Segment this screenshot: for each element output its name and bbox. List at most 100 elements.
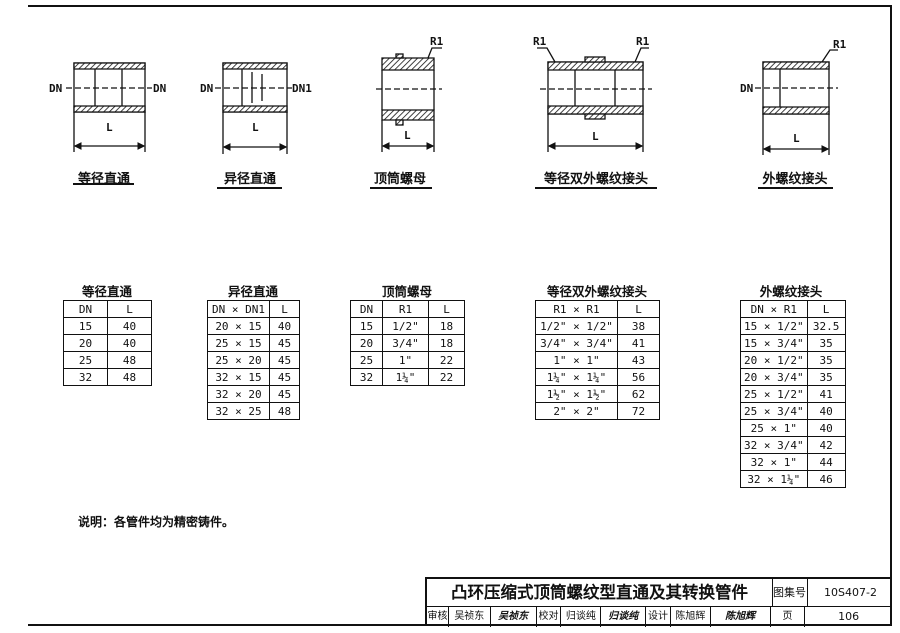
table-cell: 42 xyxy=(806,436,846,454)
table-cell: 46 xyxy=(806,470,846,488)
designer-name: 陈旭辉 xyxy=(671,606,711,627)
table-row: 25 × 1/2"41 xyxy=(740,385,846,403)
table-cell: 25 xyxy=(63,351,108,369)
review-label: 审核 xyxy=(427,606,449,627)
dn-label: DN xyxy=(49,82,62,95)
column-header: R1 × R1 xyxy=(535,300,618,318)
table-cell: 62 xyxy=(617,385,660,403)
table-row: 15 × 3/4"35 xyxy=(740,334,846,352)
checker-signature: 归谈纯 xyxy=(601,606,647,627)
table-cell: 32 × 3/4" xyxy=(740,436,808,454)
r1-label: R1 xyxy=(833,38,847,51)
table-cell: 45 xyxy=(269,351,300,369)
table-cell: 41 xyxy=(806,385,846,403)
column-header: L xyxy=(617,300,660,318)
table-cell: 40 xyxy=(107,317,152,335)
table-cell: 32.5 xyxy=(806,317,846,335)
table-cell: 44 xyxy=(806,453,846,471)
column-header: L xyxy=(269,300,300,318)
table-cell: 25 × 1/2" xyxy=(740,385,808,403)
column-header: DN × DN1 xyxy=(207,300,270,318)
table-row: 15 × 1/2"32.5 xyxy=(740,317,846,335)
atlas-label: 图集号 xyxy=(772,579,808,606)
column-header: L xyxy=(806,300,846,318)
table-cell: 1/2" × 1/2" xyxy=(535,317,618,335)
table-cell: 56 xyxy=(617,368,660,386)
design-label: 设计 xyxy=(646,606,671,627)
table-cell: 41 xyxy=(617,334,660,352)
table-cell: 20 xyxy=(350,334,383,352)
table-cell: 38 xyxy=(617,317,660,335)
table-cell: 1¼" xyxy=(382,368,429,386)
column-header: DN xyxy=(63,300,108,318)
r1-label: R1 xyxy=(636,35,650,48)
male-adapter-caption: 外螺纹接头 xyxy=(762,172,828,187)
drawing-title: 凸环压缩式顶筒螺纹型直通及其转换管件 xyxy=(427,579,773,606)
table-row: 2" × 2"72 xyxy=(535,402,660,420)
dn-label: DN xyxy=(200,82,213,95)
checker-name: 归谈纯 xyxy=(561,606,602,627)
table-cell: 1" × 1" xyxy=(535,351,618,369)
equal-coupling-table-title: 等径直通 xyxy=(81,284,133,299)
table-cell: 25 xyxy=(350,351,383,369)
table-cell: 45 xyxy=(269,334,300,352)
table-cell: 15 xyxy=(350,317,383,335)
table-cell: 35 xyxy=(806,334,846,352)
table-row: 20 × 1/2"35 xyxy=(740,351,846,369)
table-cell: 20 × 15 xyxy=(207,317,270,335)
table-row: 25 × 3/4"40 xyxy=(740,402,846,420)
table-cell: 40 xyxy=(269,317,300,335)
reducing-coupling-table-title: 异径直通 xyxy=(227,284,279,299)
table-row: 32 × 1"44 xyxy=(740,453,846,471)
table-cell: 3/4" × 3/4" xyxy=(535,334,618,352)
table-cell: 1¼" × 1¼" xyxy=(535,368,618,386)
table-cell: 25 × 3/4" xyxy=(740,402,808,420)
table-cell: 15 xyxy=(63,317,108,335)
length-label: L xyxy=(252,121,259,134)
table-cell: 22 xyxy=(428,368,465,386)
note-text: 说明：各管件均为精密铸件。 xyxy=(78,515,235,529)
reducing-coupling-drawing xyxy=(215,62,292,189)
column-header: L xyxy=(428,300,465,318)
top-nut-caption: 顶筒螺母 xyxy=(373,172,427,187)
double-male-table-title: 等径双外螺纹接头 xyxy=(546,284,648,299)
column-header: R1 xyxy=(382,300,429,318)
table-row: 20 × 3/4"35 xyxy=(740,368,846,386)
table-cell: 40 xyxy=(806,419,846,437)
table-cell: 25 × 15 xyxy=(207,334,270,352)
table-cell: 15 × 1/2" xyxy=(740,317,808,335)
table-cell: 48 xyxy=(107,368,152,386)
r1-label: R1 xyxy=(533,35,547,48)
double-male-caption: 等径双外螺纹接头 xyxy=(543,172,649,187)
equal-coupling-drawing xyxy=(66,62,152,185)
reducing-coupling-caption: 异径直通 xyxy=(223,172,277,187)
table-cell: 3/4" xyxy=(382,334,429,352)
table-cell: 20 × 3/4" xyxy=(740,368,808,386)
r1-label: R1 xyxy=(430,35,444,48)
table-row: 1" × 1"43 xyxy=(535,351,660,369)
table-row: 25 × 1"40 xyxy=(740,419,846,437)
length-label: L xyxy=(404,129,411,142)
atlas-number: 10S407-2 xyxy=(824,586,877,599)
male-adapter-table-title: 外螺纹接头 xyxy=(759,284,823,299)
table-cell: 18 xyxy=(428,317,465,335)
equal-coupling-caption: 等径直通 xyxy=(77,172,131,187)
table-cell: 32 × 20 xyxy=(207,385,270,403)
table-row: 1/2" × 1/2"38 xyxy=(535,317,660,335)
reviewer-signature: 吴祯东 xyxy=(491,606,537,627)
top-nut-drawing xyxy=(370,47,442,189)
top-nut-table-title: 顶筒螺母 xyxy=(381,284,433,299)
length-label: L xyxy=(592,130,599,143)
